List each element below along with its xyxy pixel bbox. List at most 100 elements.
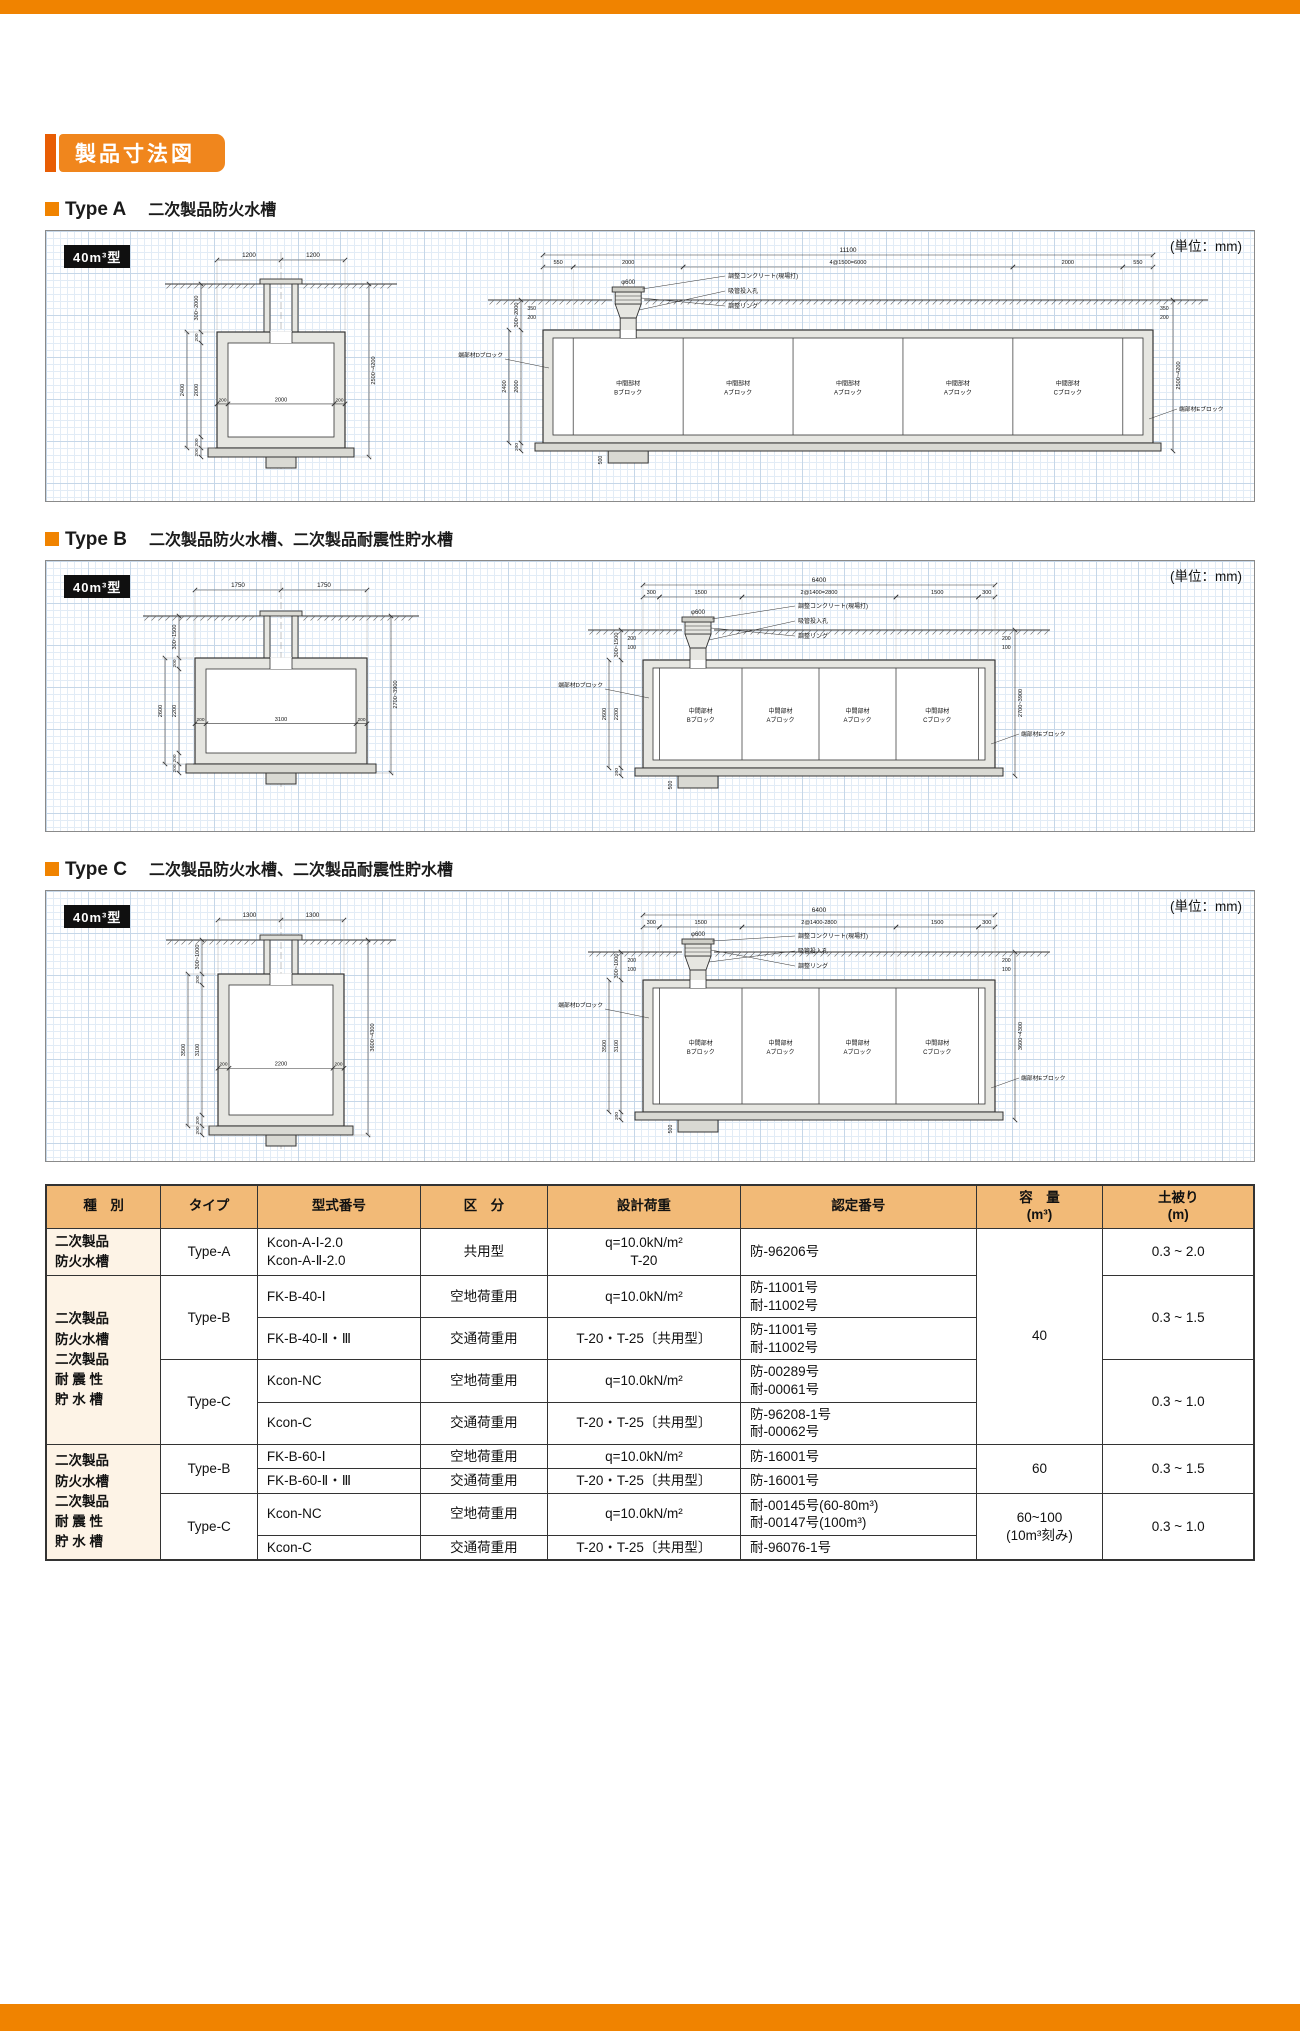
block-label: Bブロック: [614, 389, 642, 397]
dim-label: 200: [614, 768, 620, 776]
neck-opening: [270, 657, 292, 669]
suction-funnel: [684, 633, 712, 649]
table-cell: 防-16001号: [740, 1443, 977, 1470]
ground-hatch: [401, 615, 407, 621]
block-label: Aブロック: [944, 389, 972, 397]
base-slab: [185, 763, 377, 774]
section-type-c: Type C 二次製品防火水槽、二次製品耐震性貯水槽 40m³型 (単位：mm)…: [45, 856, 1255, 1162]
dim-tick: [203, 721, 209, 727]
table-cell: 40: [975, 1227, 1104, 1445]
ground-hatch: [687, 299, 693, 305]
dim-tick: [364, 721, 370, 727]
table-header-cell: 設計荷重: [546, 1184, 742, 1229]
ground-hatch: [166, 283, 172, 289]
table-header-cell: 区 分: [419, 1184, 548, 1229]
tank-inner: [552, 337, 1144, 436]
dim-label: 2200: [275, 1062, 287, 1068]
dim-tick: [1010, 264, 1016, 270]
block-label: Aブロック: [724, 389, 752, 397]
ground-hatch: [806, 299, 812, 305]
sump-pit: [677, 775, 719, 789]
ground-hatch: [1107, 299, 1113, 305]
ground-hatch: [303, 939, 309, 945]
section-heading: Type C 二次製品防火水槽、二次製品耐震性貯水槽: [45, 856, 1255, 881]
ground-hatch: [1156, 299, 1162, 305]
ground-hatch: [869, 951, 875, 957]
dim-label: 200: [335, 397, 343, 403]
block-label: 中間部材: [726, 380, 750, 388]
ground-hatch: [680, 299, 686, 305]
ground-hatch: [222, 283, 228, 289]
ground-hatch: [764, 629, 770, 635]
table-cell: 防-11001号 耐-11002号: [740, 1275, 977, 1319]
ground-hatch: [645, 629, 651, 635]
dim-label: 550: [1133, 260, 1142, 266]
neck-wall-right: [291, 939, 299, 975]
ground-hatch: [180, 283, 186, 289]
ground-hatch: [841, 629, 847, 635]
dim-label: 200: [194, 333, 200, 341]
ground-hatch: [303, 615, 309, 621]
ground-hatch: [988, 629, 994, 635]
ground-hatch: [214, 615, 220, 621]
dim-label: 200: [218, 397, 226, 403]
ground-hatch: [834, 951, 840, 957]
ground-hatch: [820, 299, 826, 305]
ground-hatch: [1009, 951, 1015, 957]
ground-hatch: [645, 951, 651, 957]
ground-hatch: [345, 615, 351, 621]
ground-hatch: [715, 629, 721, 635]
ground-hatch: [841, 299, 847, 305]
dim-tick: [739, 594, 745, 600]
dim-label: 1500: [695, 920, 707, 926]
section-type-b: Type B 二次製品防火水槽、二次製品耐震性貯水槽 40m³型 (単位：mm)…: [45, 526, 1255, 832]
dim-tick: [618, 657, 624, 663]
leader-line: [990, 1077, 1020, 1089]
neck-opening: [270, 973, 292, 985]
ground-hatch: [995, 299, 1001, 305]
table-cell: q=10.0kN/m²: [546, 1492, 742, 1536]
neck-opening: [620, 330, 637, 338]
ground-hatch: [1198, 299, 1204, 305]
sump-pit: [265, 456, 297, 469]
ground-hatch: [771, 299, 777, 305]
dim-tick: [341, 1065, 347, 1071]
ground-hatch: [310, 939, 316, 945]
adjust-concrete: [681, 616, 715, 623]
dim-label: 1500: [931, 920, 943, 926]
ground-hatch: [652, 951, 658, 957]
neck-wall-left: [263, 283, 271, 333]
neck-cap: [259, 278, 303, 285]
dim-label: 200: [196, 717, 204, 723]
title-accent-bar: [45, 134, 56, 172]
ground-hatch: [151, 615, 157, 621]
ground-hatch: [229, 283, 235, 289]
ground-hatch: [188, 939, 194, 945]
ground-hatch: [897, 299, 903, 305]
dim-label: 3100: [614, 1040, 620, 1052]
ground-hatch: [946, 629, 952, 635]
dim-tick: [618, 977, 624, 983]
block-label: 中間部材: [616, 380, 640, 388]
ground-hatch: [1016, 951, 1022, 957]
table-cell: q=10.0kN/m² T-20: [546, 1227, 742, 1277]
dim-tick: [1012, 949, 1018, 955]
dim-label: 200: [514, 443, 520, 451]
neck-wall-right: [291, 615, 299, 659]
sump-pit: [677, 1119, 719, 1133]
table-cell: 交通荷重用: [419, 1468, 548, 1494]
table-cell: 0.3 ~ 1.0: [1102, 1492, 1255, 1561]
table-cell: Type-C: [160, 1492, 258, 1561]
section-heading: Type A 二次製品防火水槽: [45, 196, 1255, 221]
dim-tick: [606, 765, 612, 771]
category-cell: 二次製品 防火水槽 二次製品 耐 震 性 貯 水 槽: [45, 1275, 162, 1445]
dim-label: 3600~4300: [370, 1023, 376, 1051]
ground-hatch: [792, 299, 798, 305]
table-cell: 空地荷重用: [419, 1359, 548, 1403]
ground-hatch: [236, 283, 242, 289]
ground-hatch: [324, 615, 330, 621]
ground-hatch: [736, 299, 742, 305]
